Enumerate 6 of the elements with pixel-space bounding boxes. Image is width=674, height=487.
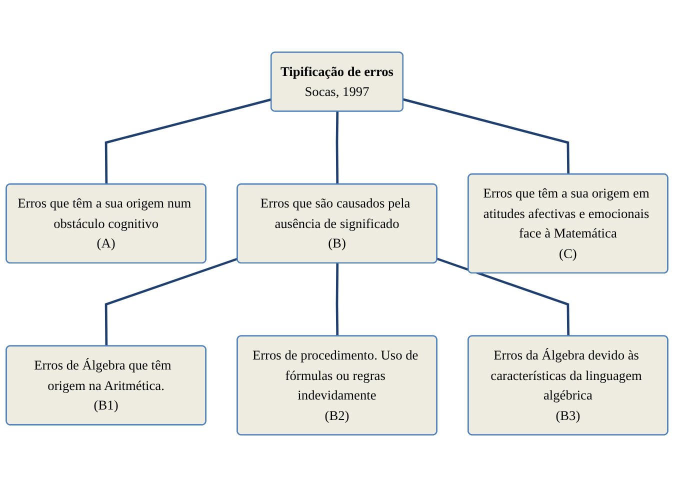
connector	[336, 263, 339, 336]
connector	[436, 258, 570, 336]
connector	[403, 98, 570, 174]
connector	[336, 112, 339, 184]
connector	[104, 258, 238, 346]
connector	[104, 98, 272, 184]
